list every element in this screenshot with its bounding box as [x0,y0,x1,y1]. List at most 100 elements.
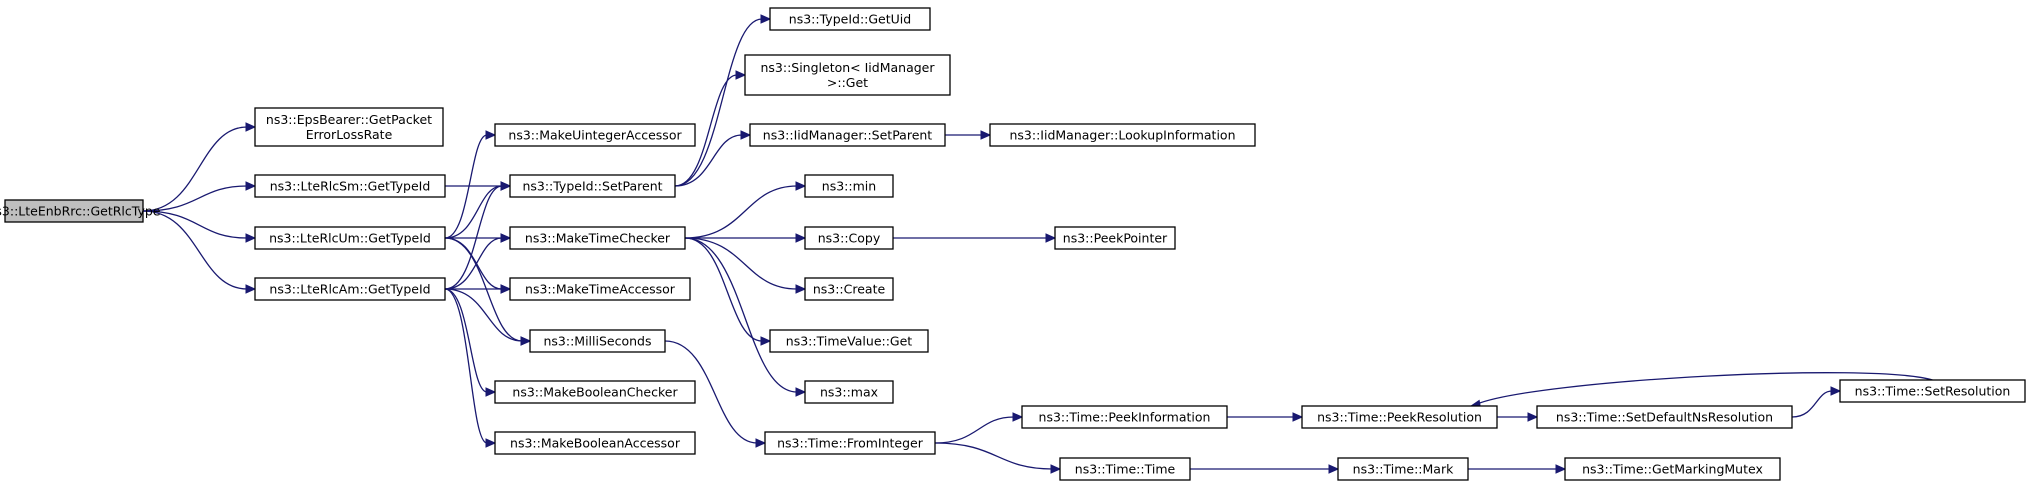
arrowhead [795,284,807,294]
graph-node-setparent[interactable]: ns3::TypeId::SetParent [509,174,676,198]
graph-node-min[interactable]: ns3::min [804,174,894,198]
arrowhead [520,336,532,346]
edge-um-setparent [444,181,512,239]
node-label: ns3::LteEnbRrc::GetRlcType [0,204,161,219]
arrowhead [760,14,772,24]
edge-line [444,185,503,239]
node-label: ns3::Time::PeekResolution [1317,410,1482,425]
node-label: ns3::TypeId::GetUid [789,12,911,27]
graph-node-peekinfo[interactable]: ns3::Time::PeekInformation [1021,405,1228,429]
graph-node-getuid[interactable]: ns3::TypeId::GetUid [769,7,931,31]
edge-copy-peekptr [892,233,1057,243]
edge-line [674,134,743,187]
arrowhead [735,70,747,80]
edge-line [684,237,798,393]
node-box [1059,457,1191,481]
edge-line [142,210,248,290]
node-box [1564,457,1781,481]
arrowhead [1527,412,1539,422]
edge-mtchk-tvget [684,237,772,346]
node-box [764,431,936,455]
arrowhead [1555,464,1567,474]
graph-node-copy[interactable]: ns3::Copy [804,226,894,250]
graph-node-fromint[interactable]: ns3::Time::FromInteger [764,431,936,455]
edge-peekinfo-peekres [1226,412,1304,422]
arrowhead [1050,464,1062,474]
edge-fromint-timetime [934,442,1062,474]
node-box [509,226,686,250]
arrowhead [485,387,497,397]
node-label: ns3::LteRlcSm::GetTypeId [270,179,431,194]
graph-node-mtacc[interactable]: ns3::MakeTimeAccessor [509,277,691,301]
edge-root-eps [142,122,257,212]
arrowhead [500,284,512,294]
node-box [254,107,444,147]
arrowhead [795,233,807,243]
graph-node-mutex[interactable]: ns3::Time::GetMarkingMutex [1564,457,1781,481]
node-label: ns3::PeekPointer [1063,231,1168,246]
graph-node-bchk[interactable]: ns3::MakeBooleanChecker [494,380,696,404]
edge-line [444,185,503,290]
graph-node-mtchk[interactable]: ns3::MakeTimeChecker [509,226,686,250]
node-box [254,226,446,250]
node-box [509,174,676,198]
graph-nodes: ns3::LteEnbRrc::GetRlcType ns3::EpsBearer… [0,7,2026,481]
node-box [529,329,666,353]
node-label: >::Get [827,75,868,90]
graph-node-am[interactable]: ns3::LteRlcAm::GetTypeId [254,277,446,301]
graph-node-milli[interactable]: ns3::MilliSeconds [529,329,666,353]
graph-node-root[interactable]: ns3::LteEnbRrc::GetRlcType [0,199,161,223]
node-label: ns3::IidManager::LookupInformation [1009,128,1235,143]
graph-node-sm[interactable]: ns3::LteRlcSm::GetTypeId [254,174,446,198]
graph-node-iidset[interactable]: ns3::IidManager::SetParent [749,123,946,147]
graph-node-lookup[interactable]: ns3::IidManager::LookupInformation [989,123,1256,147]
edge-am-bchk [444,288,497,397]
edge-line [444,288,523,342]
edge-am-milli [444,288,532,346]
graph-node-um[interactable]: ns3::LteRlcUm::GetTypeId [254,226,446,250]
node-box [769,7,931,31]
graph-node-mark[interactable]: ns3::Time::Mark [1337,457,1469,481]
arrowhead [245,284,257,294]
node-label: ns3::Time::Time [1075,462,1176,477]
arrowhead [740,130,752,140]
edge-mtchk-min [684,181,807,239]
edge-iidset-lookup [945,130,992,140]
node-label: ns3::Create [813,282,886,297]
node-box [744,54,951,96]
node-box [254,174,446,198]
node-label: ns3::TypeId::SetParent [522,179,662,194]
node-label: ns3::MakeTimeChecker [525,231,671,246]
edge-line [674,18,763,187]
node-label: ns3::Time::SetResolution [1855,384,2011,399]
edge-mtchk-copy [684,233,807,243]
arrowhead [245,233,257,243]
arrowhead [245,181,257,191]
graph-node-peekptr[interactable]: ns3::PeekPointer [1054,226,1176,250]
arrowhead [1328,464,1340,474]
graph-node-bacc[interactable]: ns3::MakeBooleanAccessor [494,431,696,455]
arrowhead [1292,412,1304,422]
graph-node-peekres[interactable]: ns3::Time::PeekResolution [1301,405,1498,429]
node-label: ns3::MilliSeconds [543,334,651,349]
node-box [494,123,696,147]
node-box [1839,379,2026,403]
node-label: ns3::min [822,179,876,194]
graph-node-tvget[interactable]: ns3::TimeValue::Get [769,329,929,353]
graph-node-setres[interactable]: ns3::Time::SetResolution [1839,379,2026,403]
edge-am-mtacc [445,284,512,294]
graph-node-singleton[interactable]: ns3::Singleton< IidManager>::Get [744,54,951,96]
graph-node-setdef[interactable]: ns3::Time::SetDefaultNsResolution [1536,405,1793,429]
edge-line [142,185,248,212]
node-label: ErrorLossRate [306,127,393,142]
arrowhead [500,181,512,191]
edge-am-bacc [444,288,497,448]
node-box [1536,405,1793,429]
graph-node-uacc[interactable]: ns3::MakeUintegerAccessor [494,123,696,147]
graph-node-max[interactable]: ns3::max [804,380,894,404]
arrowhead [485,438,497,448]
edge-mtchk-create [684,237,807,294]
graph-node-create[interactable]: ns3::Create [804,277,894,301]
graph-node-timetime[interactable]: ns3::Time::Time [1059,457,1191,481]
